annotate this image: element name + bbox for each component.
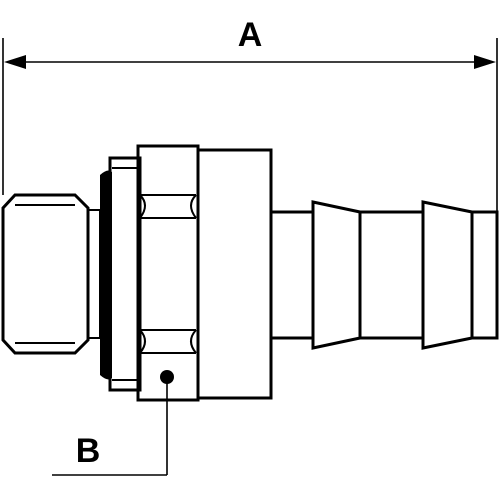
dimension-a: A <box>2 16 498 212</box>
callout-b: B <box>52 377 168 476</box>
collar <box>108 156 142 392</box>
main-body <box>196 148 273 400</box>
hex-nut <box>136 144 200 402</box>
dimension-label-a: A <box>238 16 263 54</box>
hose-barb <box>271 200 499 350</box>
threaded-end <box>1 193 101 355</box>
arrowhead-right <box>474 55 496 69</box>
callout-label-b: B <box>76 432 101 470</box>
arrowhead-left <box>4 55 26 69</box>
